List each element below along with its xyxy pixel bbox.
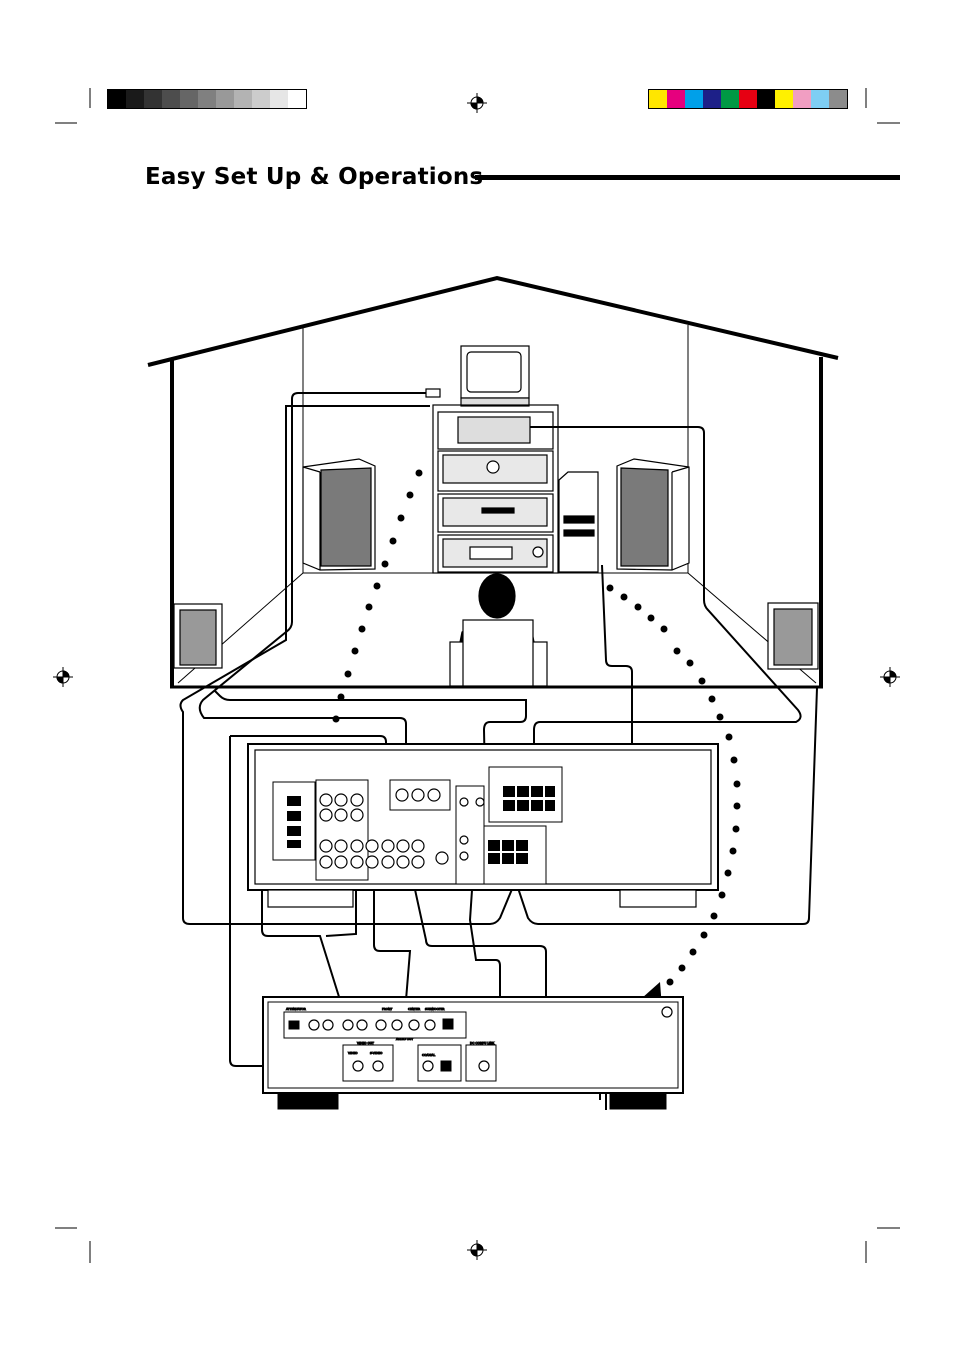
registration-target-right <box>880 667 900 687</box>
color-swatch <box>703 90 721 108</box>
grayscale-swatch <box>162 90 180 108</box>
registration-target-top <box>467 93 487 113</box>
svg-text:DC COMPU LINK: DC COMPU LINK <box>470 1041 495 1045</box>
svg-text:CENTER: CENTER <box>408 1007 420 1011</box>
surround-left-speaker <box>173 603 223 669</box>
surround-adaptor-unit: ATTENUATOR FRONT CENTER SUBWOOFER VIDEO … <box>262 996 684 1110</box>
component-rack <box>432 404 559 574</box>
surround-right-speaker <box>767 602 819 670</box>
page-title: Easy Set Up & Operations <box>145 164 484 190</box>
grayscale-swatch <box>180 90 198 108</box>
grayscale-registration-bar <box>107 89 307 109</box>
color-swatch <box>829 90 847 108</box>
cables <box>179 392 818 1110</box>
color-registration-bar <box>648 89 848 109</box>
sound-path-dots <box>332 469 741 986</box>
svg-text:COAXIAL: COAXIAL <box>422 1053 435 1057</box>
grayscale-swatch <box>234 90 252 108</box>
svg-text:AUDIO OUT: AUDIO OUT <box>396 1037 413 1041</box>
house-outline <box>147 275 839 689</box>
color-swatch <box>811 90 829 108</box>
crop-marks <box>55 88 900 1263</box>
svg-text:S-VIDEO: S-VIDEO <box>370 1051 383 1055</box>
receiver-rear-panel <box>247 743 719 908</box>
color-swatch <box>649 90 667 108</box>
registration-target-left <box>53 667 73 687</box>
grayscale-swatch <box>126 90 144 108</box>
svg-text:VIDEO OUT: VIDEO OUT <box>357 1041 374 1045</box>
grayscale-swatch <box>198 90 216 108</box>
color-swatch <box>793 90 811 108</box>
listener-figure <box>449 573 548 687</box>
registration-target-bottom <box>467 1240 487 1260</box>
color-swatch <box>685 90 703 108</box>
color-swatch <box>667 90 685 108</box>
title-rule <box>475 175 900 180</box>
svg-text:ATTENUATOR: ATTENUATOR <box>286 1007 306 1011</box>
color-swatch <box>721 90 739 108</box>
grayscale-swatch <box>216 90 234 108</box>
svg-text:FRONT: FRONT <box>382 1007 392 1011</box>
grayscale-swatch <box>252 90 270 108</box>
front-left-speaker <box>302 458 376 571</box>
color-swatch <box>775 90 793 108</box>
color-swatch <box>739 90 757 108</box>
television <box>460 345 530 407</box>
color-swatch <box>757 90 775 108</box>
subwoofer-tower <box>558 471 599 573</box>
grayscale-swatch <box>144 90 162 108</box>
grayscale-swatch <box>288 90 306 108</box>
grayscale-swatch <box>270 90 288 108</box>
grayscale-swatch <box>108 90 126 108</box>
svg-text:SUBWOOFER: SUBWOOFER <box>425 1007 444 1011</box>
svg-text:VIDEO: VIDEO <box>348 1051 358 1055</box>
front-right-speaker <box>616 458 690 571</box>
